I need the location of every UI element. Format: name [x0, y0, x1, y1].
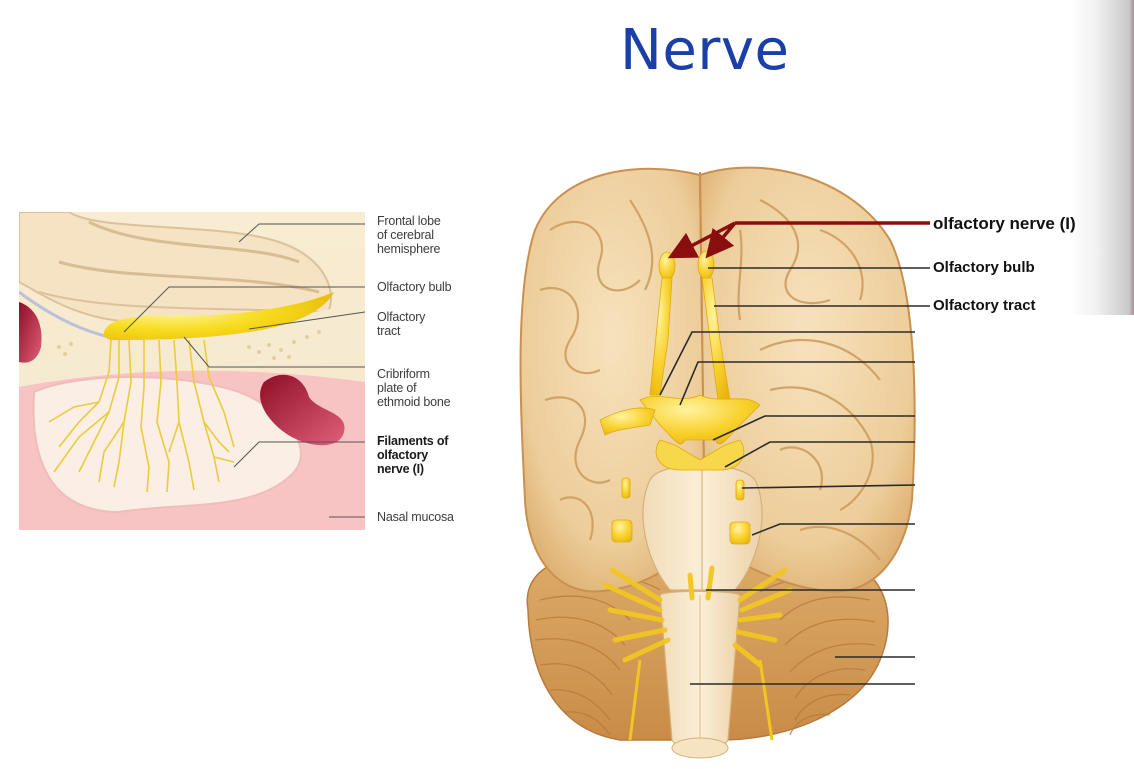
label-filaments-olfactory-nerve: Filaments of olfactory nerve (I): [377, 434, 449, 476]
label-nasal-mucosa: Nasal mucosa: [377, 510, 454, 524]
slide-title: Nerve: [620, 18, 790, 83]
label-olfactory-bulb: Olfactory bulb: [933, 259, 1035, 276]
label-frontal-lobe: Frontal lobe of cerebral hemisphere: [377, 214, 441, 256]
label-olfactory-bulb-left: Olfactory bulb: [377, 280, 452, 294]
sagittal-illustration: [18, 211, 366, 530]
label-olfactory-tract: Olfactory tract: [933, 297, 1036, 314]
label-olfactory-tract-left: Olfactory tract: [377, 310, 426, 338]
label-olfactory-nerve: olfactory nerve (I): [933, 214, 1076, 233]
label-cribriform-plate: Cribriform plate of ethmoid bone: [377, 367, 451, 409]
slide-edge-shadow: [1070, 0, 1134, 315]
olfactory-sagittal-diagram: [18, 211, 366, 530]
